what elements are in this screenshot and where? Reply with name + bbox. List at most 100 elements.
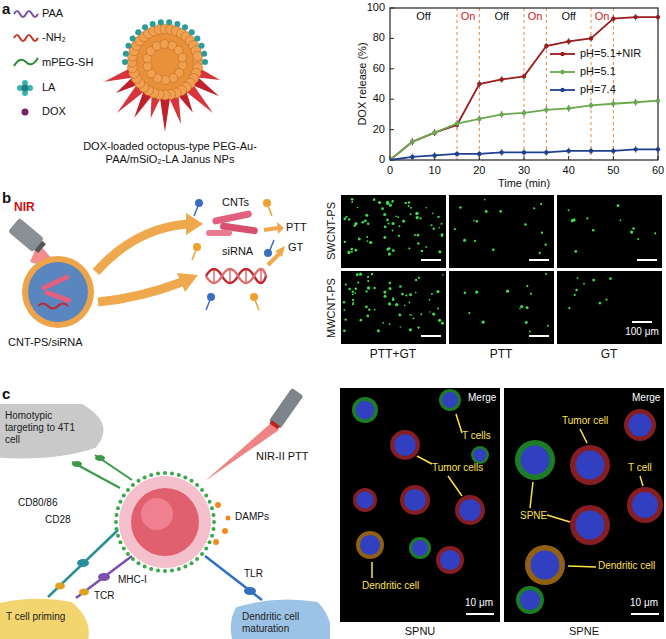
data-point	[656, 147, 660, 151]
text-label: 20	[373, 123, 385, 136]
nanoparticle-ligand	[125, 43, 131, 49]
cell-nucleus	[521, 446, 550, 475]
fluorescence-dot	[499, 210, 502, 213]
fluorescence-dot	[361, 221, 364, 224]
receptor	[222, 528, 228, 534]
leader-arrow	[547, 515, 570, 522]
fluorescence-dot	[345, 216, 347, 218]
sirna-helix	[206, 269, 266, 283]
microscopy-image	[449, 195, 554, 268]
fluorescence-dot	[395, 303, 398, 306]
fluorescence-dot	[463, 239, 466, 242]
cell-nucleus	[412, 540, 428, 556]
data-line	[390, 101, 658, 160]
lipid	[207, 293, 215, 301]
cell-nucleus	[404, 489, 426, 511]
data-point	[633, 100, 637, 104]
fluorescence-dot	[429, 311, 431, 313]
fluorescence-dot	[425, 207, 427, 209]
fluorescence-dot	[389, 204, 392, 207]
fluorescence-dot	[417, 326, 419, 328]
membrane-dot	[118, 540, 122, 544]
data-line	[390, 149, 658, 160]
legend-icon	[14, 35, 38, 41]
data-point	[633, 147, 637, 151]
fluorescence-dot	[365, 305, 368, 308]
fluorescence-dot	[369, 241, 372, 244]
fluorescence-dot	[409, 302, 411, 304]
text-label: CD80/86	[18, 497, 57, 509]
nanoparticle-ligand	[122, 59, 128, 65]
fluorescence-dot	[438, 319, 441, 322]
fluorescence-dot	[468, 312, 470, 314]
fluorescence-dot	[387, 248, 390, 251]
lipid	[250, 293, 258, 301]
text-label: Tumor cells	[432, 462, 483, 474]
sirna-helix	[246, 270, 247, 282]
text-label: NIR	[14, 201, 35, 215]
fluorescence-dot	[391, 201, 393, 203]
legend-label: DOX	[42, 105, 66, 118]
cell-halo	[455, 495, 485, 525]
cell-halo	[409, 537, 431, 559]
axis-title: Time (min)	[498, 177, 550, 190]
text-label: On	[595, 10, 610, 23]
data-point	[611, 16, 615, 20]
fluorescence-dot	[599, 302, 602, 305]
scale-bar	[632, 321, 652, 323]
fluorescence-dot	[352, 291, 354, 293]
fluorescence-dot	[530, 293, 532, 295]
text-label: 100	[367, 1, 385, 14]
legend-icon	[22, 85, 29, 92]
text-label: Merge	[468, 392, 496, 404]
fluorescence-dot	[409, 314, 411, 316]
cnt-particle	[22, 256, 94, 328]
nanoparticle-ligand	[201, 51, 207, 57]
cell-outline	[0, 599, 89, 639]
nanoparticle-core	[143, 62, 152, 71]
legend-sample	[560, 52, 564, 56]
lipid	[206, 300, 210, 310]
nanoparticle-core	[161, 75, 170, 84]
leader-arrow	[530, 482, 533, 508]
membrane-dot	[114, 520, 118, 524]
fluorescence-dot	[398, 235, 400, 237]
membrane-dot	[116, 534, 120, 538]
fluorescence-dot	[583, 283, 585, 285]
fluorescence-dot	[454, 228, 456, 230]
membrane-dot	[212, 520, 216, 524]
data-point	[656, 99, 660, 103]
text-label: NIR-II PTT	[256, 450, 309, 463]
membrane-dot	[118, 500, 122, 504]
nanoparticle	[131, 488, 199, 556]
fluorescence-dot	[384, 225, 387, 228]
fluorescence-dot	[401, 293, 404, 296]
cell-halo	[439, 389, 461, 411]
axis-tick	[390, 129, 394, 130]
membrane-dot	[149, 567, 153, 571]
cell-halo	[390, 430, 420, 460]
data-point	[432, 130, 436, 134]
text-label: 60	[373, 62, 385, 75]
leader-arrow	[372, 414, 643, 578]
text-label: T cells	[462, 430, 491, 442]
fluorescence-dot	[431, 293, 433, 295]
text-label: Off	[561, 10, 575, 23]
fluorescence-dot	[410, 213, 412, 215]
text-label: 60	[652, 164, 664, 177]
fluorescence-dot	[408, 201, 410, 203]
fluorescence-dot	[371, 273, 373, 275]
nanoparticle-ligand	[130, 35, 136, 41]
fluorescence-dot	[388, 252, 391, 255]
text-label: GT	[601, 348, 618, 362]
process-arrow	[186, 213, 203, 235]
receptor	[48, 530, 118, 597]
legend-label: PAA	[42, 7, 63, 20]
fluorescence-dot	[492, 249, 495, 252]
data-point	[611, 102, 615, 106]
text-label: 10 μm	[630, 597, 658, 609]
laser	[268, 388, 304, 430]
carbon-nanotube	[212, 210, 253, 225]
data-point	[589, 149, 593, 153]
